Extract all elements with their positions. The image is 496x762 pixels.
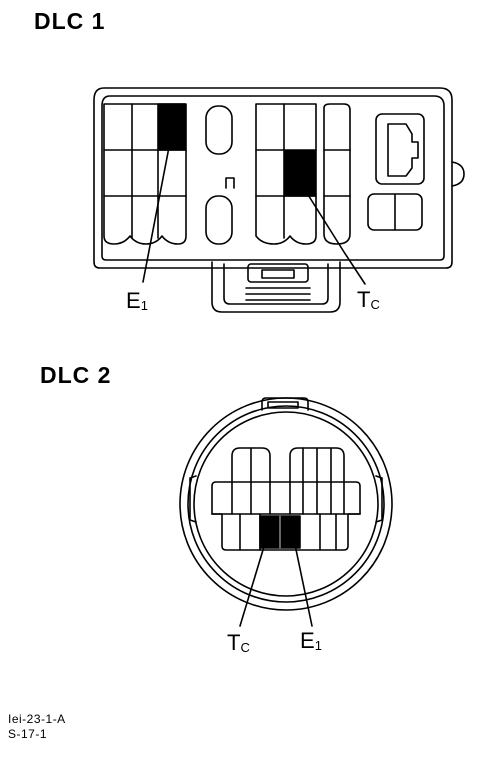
dlc1-right-column (323, 103, 351, 245)
figure-code-line-1: Iei-23-1-A (8, 712, 66, 726)
dlc1-center-terminal-block (255, 103, 317, 245)
dlc2-tc-label: TC (227, 630, 250, 655)
dlc1-connector (93, 87, 465, 313)
dlc2-terminal-body (211, 447, 361, 551)
dlc1-e1-terminal (158, 103, 186, 151)
dlc1-title: DLC 1 (34, 8, 106, 34)
dlc2-e1-leader (293, 539, 313, 627)
dlc1-tc-label: TC (357, 287, 380, 312)
dlc1-tc-terminal (284, 150, 316, 197)
dlc2-tc-leader (239, 539, 267, 627)
dlc2-title: DLC 2 (40, 362, 112, 388)
dlc1-e1-label: E1 (126, 288, 148, 313)
dlc1-left-terminal-block (103, 103, 187, 245)
dlc2-e1-label: E1 (300, 628, 322, 653)
dlc2-connector (179, 397, 393, 627)
dlc1-middle-slots (205, 105, 235, 245)
dlc1-side-socket (367, 113, 425, 231)
figure-code-line-2: S-17-1 (8, 727, 48, 741)
dlc1-tc-leader (299, 181, 366, 285)
dlc1-e1-leader (142, 141, 171, 283)
